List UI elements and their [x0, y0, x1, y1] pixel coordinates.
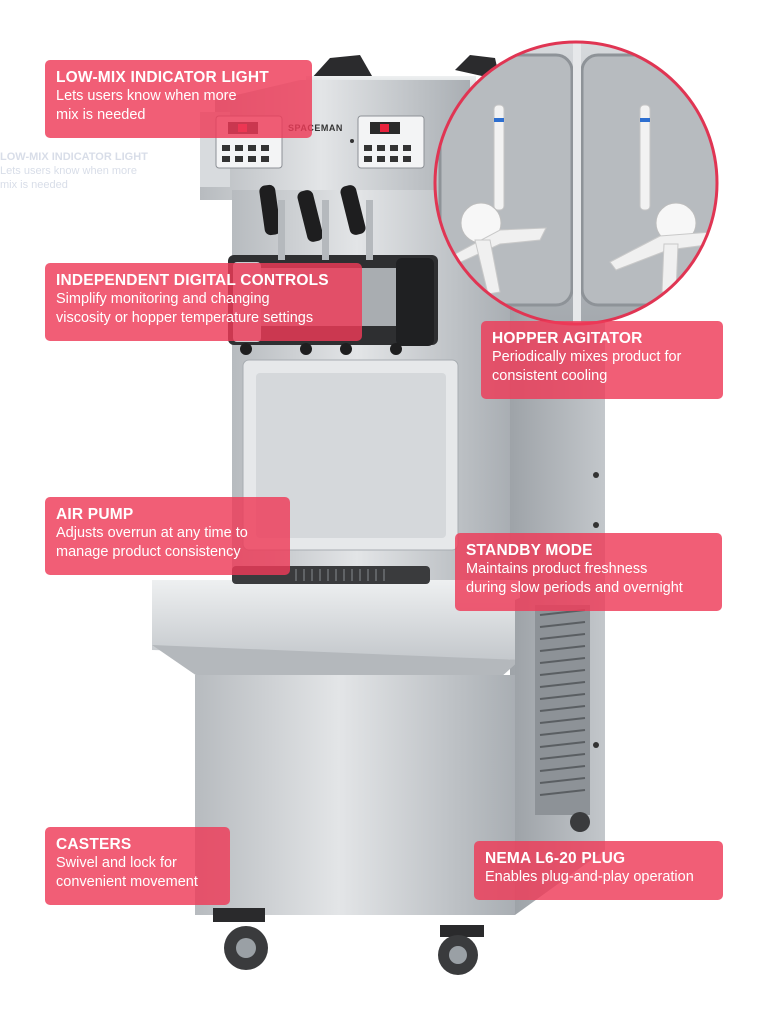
callout-hopper-agitator: HOPPER AGITATOR Periodically mixes produ…: [481, 321, 723, 399]
callout-text: Simplify monitoring and changing: [56, 291, 270, 307]
callout-title: STANDBY MODE: [466, 542, 593, 559]
ghost-text: LOW-MIX INDICATOR LIGHT Lets users know …: [0, 150, 148, 192]
hopper-inset: [433, 40, 719, 326]
brand-logo: SPACEMAN: [288, 123, 343, 133]
callout-air-pump: AIR PUMP Adjusts overrun at any time to …: [45, 497, 290, 575]
callout-title: CASTERS: [56, 836, 132, 853]
callout-title: HOPPER AGITATOR: [492, 330, 643, 347]
casters: [213, 812, 590, 975]
callout-low-mix-indicator: LOW-MIX INDICATOR LIGHT Lets users know …: [45, 60, 312, 138]
ghost-title: LOW-MIX INDICATOR LIGHT: [0, 151, 148, 163]
drip-tray: [152, 566, 520, 678]
callout-text: Swivel and lock for: [56, 855, 177, 871]
callout-text: Lets users know when more: [56, 88, 237, 104]
callout-text: Enables plug-and-play operation: [485, 869, 694, 885]
callout-independent-digital-controls: INDEPENDENT DIGITAL CONTROLS Simplify mo…: [45, 263, 362, 341]
callout-text: manage product consistency: [56, 544, 241, 560]
callout-text: consistent cooling: [492, 368, 608, 384]
callout-text: during slow periods and overnight: [466, 580, 683, 596]
callout-casters: CASTERS Swivel and lock for convenient m…: [45, 827, 230, 905]
callout-standby-mode: STANDBY MODE Maintains product freshness…: [455, 533, 722, 611]
callout-text: mix is needed: [56, 107, 146, 123]
callout-text: Periodically mixes product for: [492, 349, 682, 365]
callout-title: NEMA L6-20 PLUG: [485, 850, 626, 867]
callout-text: convenient movement: [56, 874, 198, 890]
callout-nema-plug: NEMA L6-20 PLUG Enables plug-and-play op…: [474, 841, 723, 900]
ghost-line: mix is needed: [0, 179, 68, 191]
callout-text: Maintains product freshness: [466, 561, 648, 577]
ghost-line: Lets users know when more: [0, 165, 137, 177]
callout-title: INDEPENDENT DIGITAL CONTROLS: [56, 272, 329, 289]
callout-title: LOW-MIX INDICATOR LIGHT: [56, 69, 269, 86]
callout-text: viscosity or hopper temperature settings: [56, 310, 314, 326]
callout-text: Adjusts overrun at any time to: [56, 525, 248, 541]
callout-title: AIR PUMP: [56, 506, 134, 523]
